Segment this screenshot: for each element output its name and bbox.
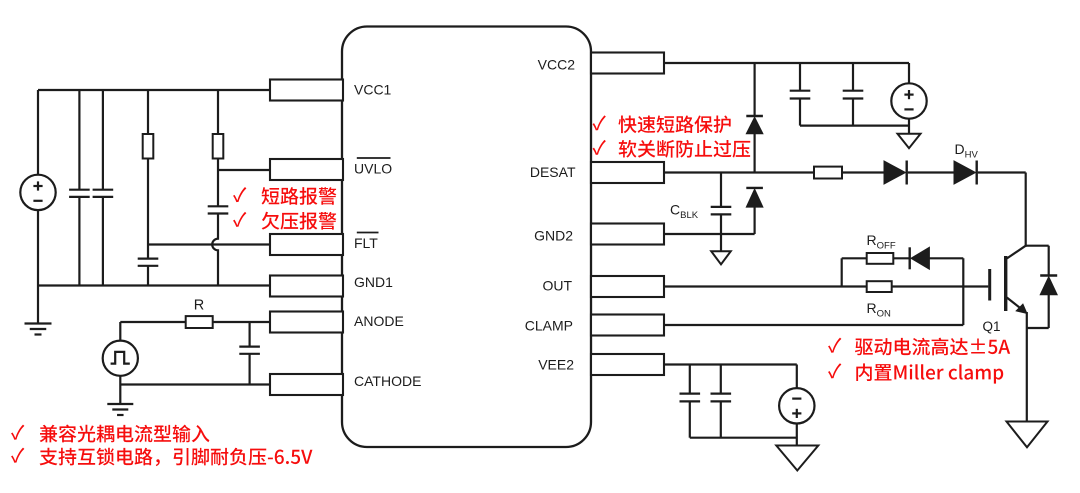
svg-text:OUT: OUT [542, 277, 572, 293]
svg-text:Q1: Q1 [983, 319, 1001, 334]
svg-text:VEE2: VEE2 [538, 357, 574, 373]
svg-text:ROFF: ROFF [867, 232, 896, 252]
svg-text:FLT: FLT [354, 235, 378, 251]
svg-text:UVLO: UVLO [354, 161, 392, 177]
svg-text:DESAT: DESAT [530, 164, 576, 180]
svg-text:GND2: GND2 [534, 228, 573, 244]
svg-text:GND1: GND1 [354, 274, 393, 290]
svg-text:RON: RON [867, 300, 892, 320]
svg-text:ANODE: ANODE [354, 313, 404, 329]
svg-text:CBLK: CBLK [670, 202, 699, 222]
svg-text:VCC2: VCC2 [538, 57, 576, 73]
svg-text:VCC1: VCC1 [354, 82, 392, 98]
svg-text:CATHODE: CATHODE [354, 373, 421, 389]
svg-text:CLAMP: CLAMP [525, 318, 573, 334]
svg-text:R: R [194, 298, 204, 314]
svg-text:DHV: DHV [955, 141, 979, 161]
